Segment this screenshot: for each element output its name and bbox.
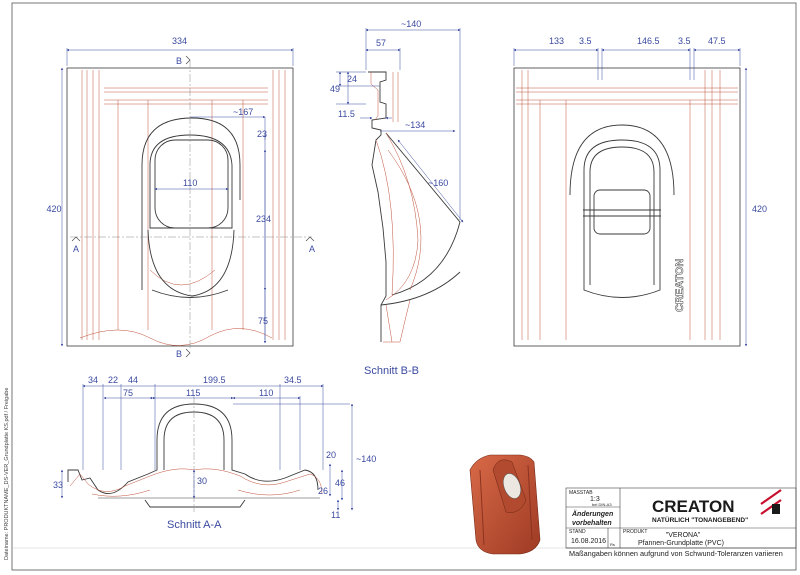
tb-produkt-name: "VERONA" <box>666 532 701 539</box>
tb-produkt-label: PRODUKT <box>623 529 647 535</box>
front-hood <box>141 117 241 298</box>
dim-bb-24: 24 <box>347 74 357 84</box>
tb-changes-value: vorbehalten <box>572 520 612 527</box>
dim-167: ~167 <box>233 107 253 117</box>
dim-aa-75: 75 <box>123 388 133 398</box>
aa-dimension-lines <box>60 384 354 511</box>
front-outline <box>66 67 294 347</box>
dim-bb-57: 57 <box>376 38 386 48</box>
dim-75: 75 <box>258 316 268 326</box>
brand-logo-text: CREATON <box>652 497 735 516</box>
bb-profile-outline <box>368 71 461 342</box>
title-block: MASSTAB 1:3 bei DIN-A3 Änderungen vorbeh… <box>565 487 797 558</box>
dim-height: 420 <box>46 204 61 214</box>
dim-3-5-b: 3.5 <box>678 36 691 46</box>
rear-view: 133 3.5 146.5 3.5 47.5 420 CREATON <box>513 36 767 347</box>
rear-dimension-lines <box>513 48 748 347</box>
dim-146-5: 146.5 <box>637 36 660 46</box>
product-photo <box>469 454 541 555</box>
dim-aa-30: 30 <box>197 476 207 486</box>
dim-bb-134: ~134 <box>405 120 425 130</box>
dim-bb-140: ~140 <box>401 19 421 29</box>
dim-rear-height: 420 <box>752 204 767 214</box>
aa-profile-outline <box>67 403 320 508</box>
dim-hole-width: 110 <box>183 178 197 188</box>
side-note: Dateiname: PRODUKTNAME_DS-VER_Grundplatt… <box>4 388 10 560</box>
brand-logo-icon <box>760 489 782 515</box>
dim-47-5: 47.5 <box>708 36 726 46</box>
section-aa-title: Schnitt A-A <box>167 519 222 531</box>
tb-massstab-value: 1:3 <box>590 496 600 503</box>
dim-bb-11-5: 11.5 <box>338 109 355 119</box>
front-dimension-lines <box>60 48 294 347</box>
aa-profile-tile <box>69 468 323 497</box>
dim-aa-34: 34 <box>88 375 98 385</box>
section-mark-b-bottom: B <box>176 349 182 359</box>
front-view: 334 420 110 ~167 23 234 75 B B A A <box>46 36 315 359</box>
section-mark-b-top: B <box>176 56 182 66</box>
dim-aa-33: 33 <box>53 480 63 490</box>
section-mark-a-left: A <box>73 244 79 254</box>
dim-aa-44: 44 <box>128 375 138 385</box>
brand-mark-embossed: CREATON <box>674 259 686 312</box>
dim-aa-22: 22 <box>108 375 118 385</box>
dim-133: 133 <box>549 36 564 46</box>
dim-aa-11: 11 <box>331 510 340 520</box>
tb-stand-label: STAND <box>569 529 586 535</box>
bb-profile-tile <box>370 72 422 343</box>
tb-footer-note: Maßangaben können aufgrund von Schwund-T… <box>569 549 783 558</box>
section-mark-a-right: A <box>309 244 315 254</box>
dim-aa-140: ~140 <box>356 454 376 464</box>
dim-aa-20: 20 <box>326 450 336 460</box>
section-arrows <box>71 55 315 358</box>
dim-bb-49: 49 <box>330 84 340 94</box>
brand-slogan: NATÜRLICH "TONANGEBEND" <box>652 515 748 524</box>
dim-aa-46: 46 <box>335 478 345 488</box>
section-bb-title: Schnitt B-B <box>364 365 419 377</box>
rear-outline <box>513 67 741 347</box>
tb-stand-value: 16.08.2016 <box>571 538 606 545</box>
section-bb: ~140 57 24 49 11.5 ~134 ~160 Schnitt B-B <box>330 19 464 377</box>
dim-aa-199-5: 199.5 <box>203 375 226 385</box>
section-aa: 34 22 44 199.5 34.5 75 115 110 20 ~140 4… <box>53 375 376 531</box>
dim-aa-34-5: 34.5 <box>284 375 302 385</box>
tb-massstab-label: MASSTAB <box>569 490 593 496</box>
dim-aa-115: 115 <box>186 388 200 398</box>
tb-produkt-desc: Pfannen-Grundplatte (PVC) <box>638 540 724 547</box>
rear-tile-lines <box>516 70 738 340</box>
sheet-border <box>11 2 797 571</box>
dim-234: 234 <box>256 214 271 224</box>
tb-massstab-note: bei DIN-A3 <box>592 502 612 507</box>
front-tile-lines <box>79 70 286 346</box>
dim-3-5-a: 3.5 <box>579 36 592 46</box>
tb-revision: Rs <box>610 542 615 547</box>
dim-aa-110: 110 <box>259 388 273 398</box>
bb-dimension-lines <box>336 28 464 223</box>
tb-changes-label: Änderungen <box>571 510 613 518</box>
dim-width: 334 <box>172 36 187 46</box>
dim-23: 23 <box>257 129 267 139</box>
front-centerlines <box>70 60 312 350</box>
dim-bb-160: ~160 <box>428 178 448 188</box>
dim-aa-26: 26 <box>318 486 328 496</box>
rear-hood <box>569 124 675 298</box>
